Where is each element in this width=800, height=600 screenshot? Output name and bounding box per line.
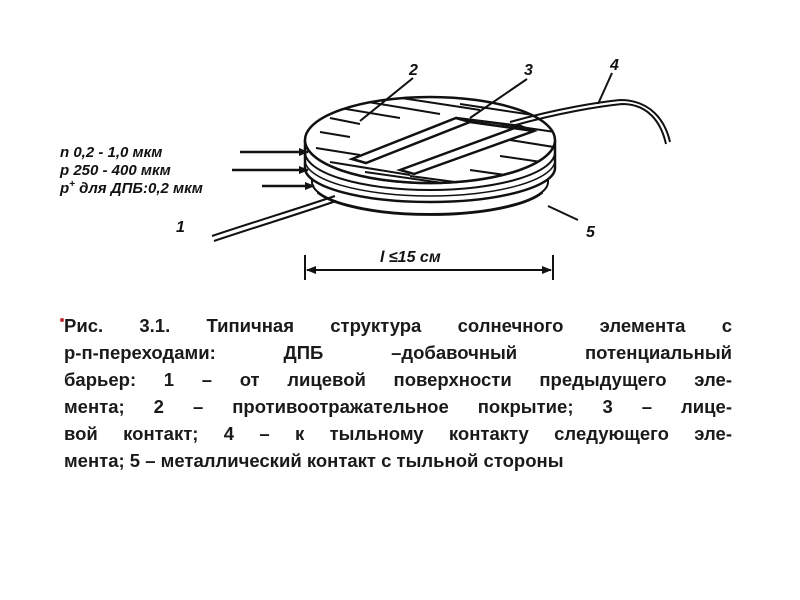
wire-4 [509, 98, 671, 143]
figure-caption: Рис. 3.1. Типичная структура солнечного … [64, 312, 732, 474]
label-4: 4 [609, 57, 619, 74]
caption-line: вой контакт; 4 – к тыльному контакту сле… [64, 423, 732, 444]
leader-4 [597, 72, 613, 105]
label-2: 2 [408, 62, 418, 79]
leader-3 [469, 78, 528, 119]
wire-1 [211, 195, 336, 237]
cell-top-surface [303, 95, 557, 185]
cell-body [303, 139, 557, 216]
speck-mark [60, 318, 64, 322]
label-n-layer: n 0,2 - 1,0 мкм [60, 144, 162, 161]
label-p-plus-layer: p+ для ДПБ:0,2 мкм [59, 179, 203, 197]
solar-cell-diagram: 2 3 4 1 5 n 0,2 - 1,0 мкм p 250 - 400 мк… [59, 57, 671, 280]
leader-5 [547, 205, 579, 221]
label-p-layer: p 250 - 400 мкм [59, 162, 171, 179]
label-3: 3 [524, 62, 533, 79]
label-dimension: l ≤15 см [380, 249, 441, 266]
caption-line: мента; 5 – металлический контакт с тыльн… [64, 450, 564, 471]
dimension-line [304, 255, 554, 280]
caption-line: мента; 2 – противоотражательное покрытие… [64, 396, 732, 417]
label-5: 5 [586, 224, 596, 241]
caption-line: р-п-переходами: ДПБ –добавочный потенциа… [64, 342, 732, 363]
front-contact [348, 116, 538, 176]
caption-line: Рис. 3.1. Типичная структура солнечного … [64, 315, 732, 336]
caption-line: барьер: 1 – от лицевой поверхности преды… [64, 369, 732, 390]
leader-2 [359, 77, 414, 122]
label-1: 1 [176, 219, 185, 236]
